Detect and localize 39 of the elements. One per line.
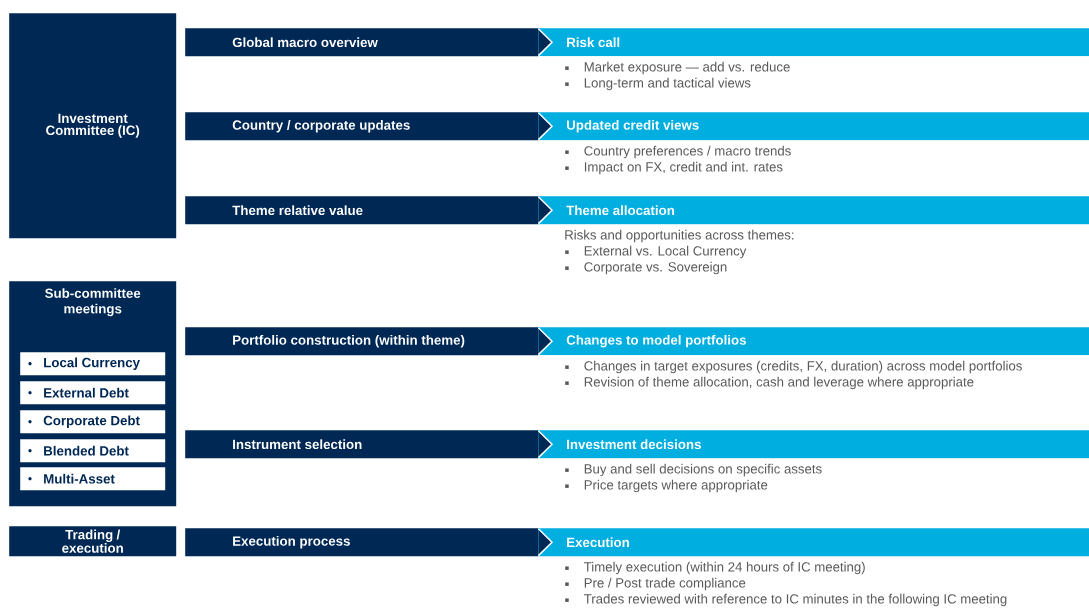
node-label: Execution process: [233, 536, 350, 549]
outcome-band: Risk call: [538, 28, 1089, 57]
chevron-arrow: [537, 28, 554, 57]
outcome-band: Execution: [538, 528, 1089, 557]
outcome-band: Investment decisions: [538, 430, 1089, 459]
bullet-item: Timely execution (within 24 hours of IC meeting): [565, 561, 865, 575]
bullet-item: Corporate vs. Sovereign: [565, 261, 727, 275]
bullet-item: Changes in target exposures (credits, FX, duration) across model portfolios: [565, 360, 1022, 374]
bullet-item: Revision of theme allocation, cash and leverage where appropriate: [565, 376, 974, 390]
chevron-arrow: [537, 112, 554, 141]
node-label: Country / corporate updates: [232, 120, 410, 133]
bullet-item: Impact on FX, credit and int. rates: [565, 161, 783, 175]
bullet-item: Buy and sell decisions on specific assets: [565, 463, 822, 477]
list-item-box: Multi-Asset: [20, 467, 166, 491]
bullet-item: Market exposure — add vs. reduce: [565, 61, 790, 75]
committee-box: Trading / execution: [9, 526, 177, 557]
bullet-item: Country preferences / macro trends: [565, 145, 791, 159]
chevron-arrow: [537, 430, 554, 459]
intro-text: Risks and opportunities across themes:: [565, 229, 794, 243]
outcome-band: Updated credit views: [538, 112, 1089, 141]
bullet-item: Price targets where appropriate: [565, 479, 768, 493]
outcome-band: Changes to model portfolios: [538, 327, 1089, 356]
chevron-arrow: [537, 327, 554, 356]
outcome-band: Theme allocation: [538, 196, 1089, 225]
chevron-arrow: [537, 196, 554, 225]
list-item-box: External Debt: [20, 381, 166, 405]
bullet-item: Trades reviewed with reference to IC minutes in the following IC meeting: [565, 593, 1007, 607]
chevron-arrow: [537, 528, 554, 557]
list-item-box: Blended Debt: [20, 439, 166, 463]
node-label: Global macro overview: [232, 37, 378, 48]
bullet-item: Long-term and tactical views: [565, 77, 751, 91]
bullet-item: Pre / Post trade compliance: [565, 577, 746, 591]
list-item-box: Corporate Debt: [20, 410, 166, 434]
list-item-box: Local Currency: [20, 352, 166, 376]
node-label: Theme relative value: [232, 205, 363, 216]
committee-box: Investment Committee (IC): [9, 13, 177, 239]
node-label: Instrument selection: [233, 439, 362, 450]
node-label: Portfolio construction (within theme): [233, 335, 465, 348]
bullet-item: External vs. Local Currency: [565, 245, 747, 259]
